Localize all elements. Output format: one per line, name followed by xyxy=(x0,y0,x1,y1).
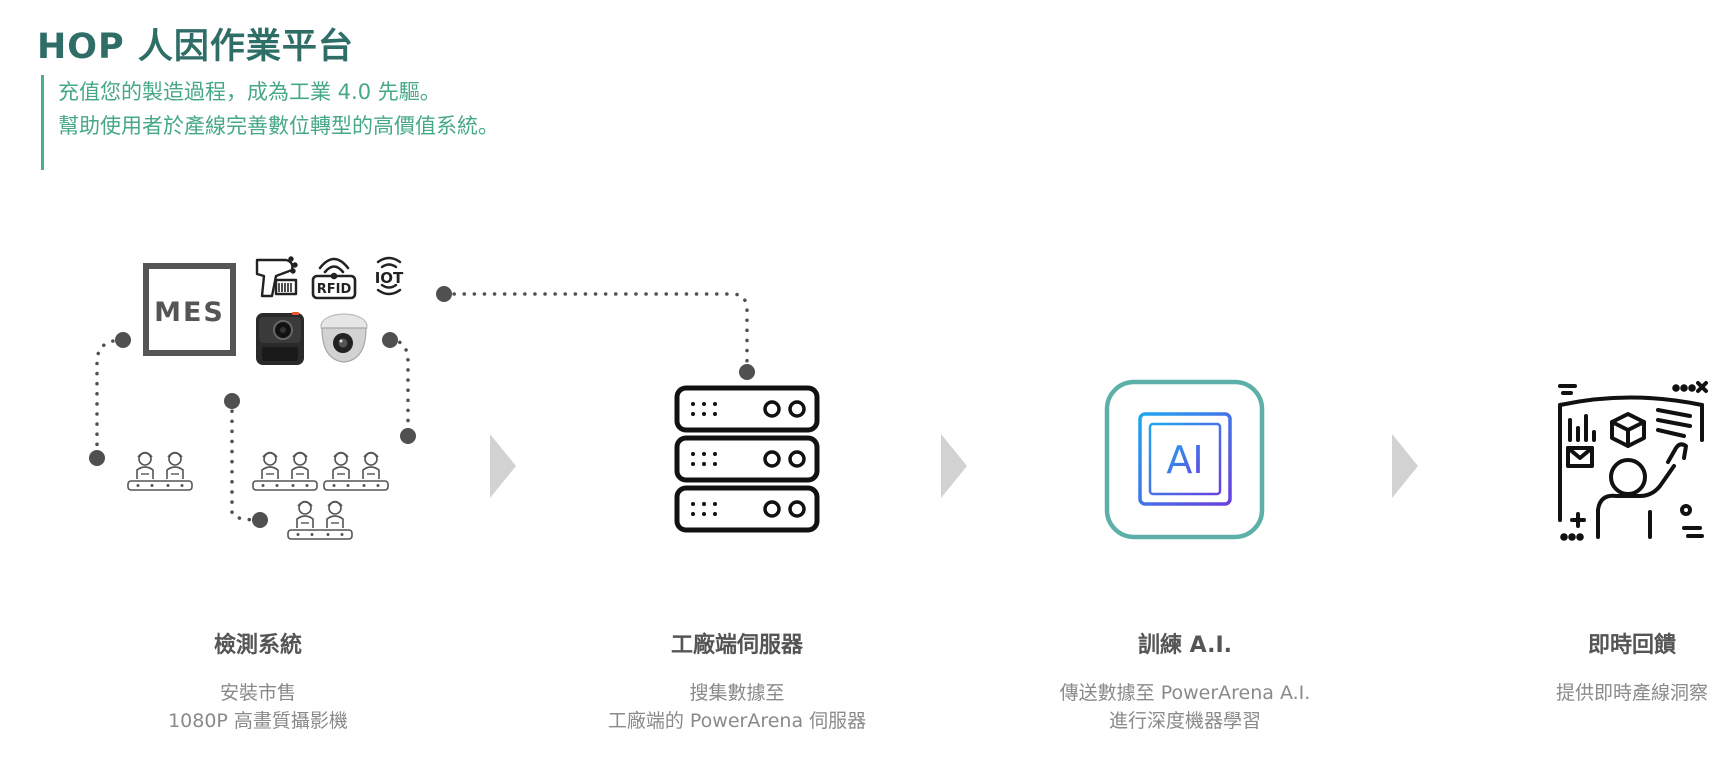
connector-node xyxy=(115,332,131,348)
connector-node xyxy=(89,450,105,466)
production-line-icon xyxy=(128,453,192,491)
step-desc-line: 1080P 高畫質攝影機 xyxy=(168,710,348,732)
tagline-line-1: 充值您的製造過程，成為工業 4.0 先驅。 xyxy=(58,80,441,104)
production-line-icon xyxy=(324,453,388,491)
mes-box-icon: MES xyxy=(143,263,236,356)
production-line-icon xyxy=(253,453,317,491)
production-line-icon xyxy=(288,502,352,540)
server-rack-icon xyxy=(674,385,820,533)
step-desc-line: 傳送數據至 PowerArena A.I. xyxy=(1059,682,1311,704)
connector-node xyxy=(224,393,240,409)
step-arrow-icon xyxy=(490,434,516,498)
dome-camera-icon xyxy=(320,313,368,363)
ai-chip-icon: AI xyxy=(1104,379,1265,540)
step-desc-line: 工廠端的 PowerArena 伺服器 xyxy=(607,710,867,732)
page-title: HOP 人因作業平台 xyxy=(37,27,354,67)
step-title-factory-server: 工廠端伺服器 xyxy=(670,633,803,658)
step-desc-line: 提供即時產線洞察 xyxy=(1555,682,1708,704)
action-camera-icon xyxy=(256,312,304,365)
connector-camera-to-line xyxy=(388,338,410,438)
step-desc-line: 搜集數據至 xyxy=(689,682,785,704)
step-desc-line: 進行深度機器學習 xyxy=(1108,710,1261,732)
step-desc-detection: 安裝市售 1080P 高畫質攝影機 xyxy=(8,679,508,735)
step-desc-factory-server: 搜集數據至 工廠端的 PowerArena 伺服器 xyxy=(487,679,987,735)
step-desc-realtime-feedback: 提供即時產線洞察 xyxy=(1382,679,1733,707)
realtime-dashboard-user-icon xyxy=(1558,381,1708,541)
rfid-label: RFID xyxy=(317,282,352,297)
connector-node xyxy=(436,286,452,302)
connector-node xyxy=(382,332,398,348)
connector-node xyxy=(739,364,755,380)
connector-center-to-line xyxy=(230,399,262,522)
connector-nodes xyxy=(89,286,755,528)
tagline-block: 充值您的製造過程，成為工業 4.0 先驅。 幫助使用者於產線完善數位轉型的高價值… xyxy=(41,75,499,170)
step-arrow-icon xyxy=(941,434,967,498)
barcode-scanner-icon xyxy=(255,256,298,298)
iot-label: IOT xyxy=(375,269,404,287)
dotted-connectors xyxy=(95,292,749,522)
step-title-detection: 檢測系統 xyxy=(213,633,302,658)
rfid-icon: RFID xyxy=(311,257,357,300)
ai-chip-label: AI xyxy=(1166,438,1203,482)
step-title-realtime-feedback: 即時回饋 xyxy=(1587,633,1676,658)
step-arrow-icon xyxy=(1392,434,1418,498)
connector-node xyxy=(400,428,416,444)
step-title-train-ai: 訓練 A.I. xyxy=(1138,633,1232,658)
connector-mes-to-line xyxy=(95,338,125,460)
connector-node xyxy=(252,512,268,528)
connector-devices-to-server xyxy=(442,292,749,374)
step-desc-train-ai: 傳送數據至 PowerArena A.I. 進行深度機器學習 xyxy=(935,679,1435,735)
tagline-line-2: 幫助使用者於產線完善數位轉型的高價值系統。 xyxy=(58,114,499,138)
iot-icon: IOT xyxy=(375,256,404,296)
step-desc-line: 安裝市售 xyxy=(219,682,296,704)
mes-label: MES xyxy=(154,297,225,328)
